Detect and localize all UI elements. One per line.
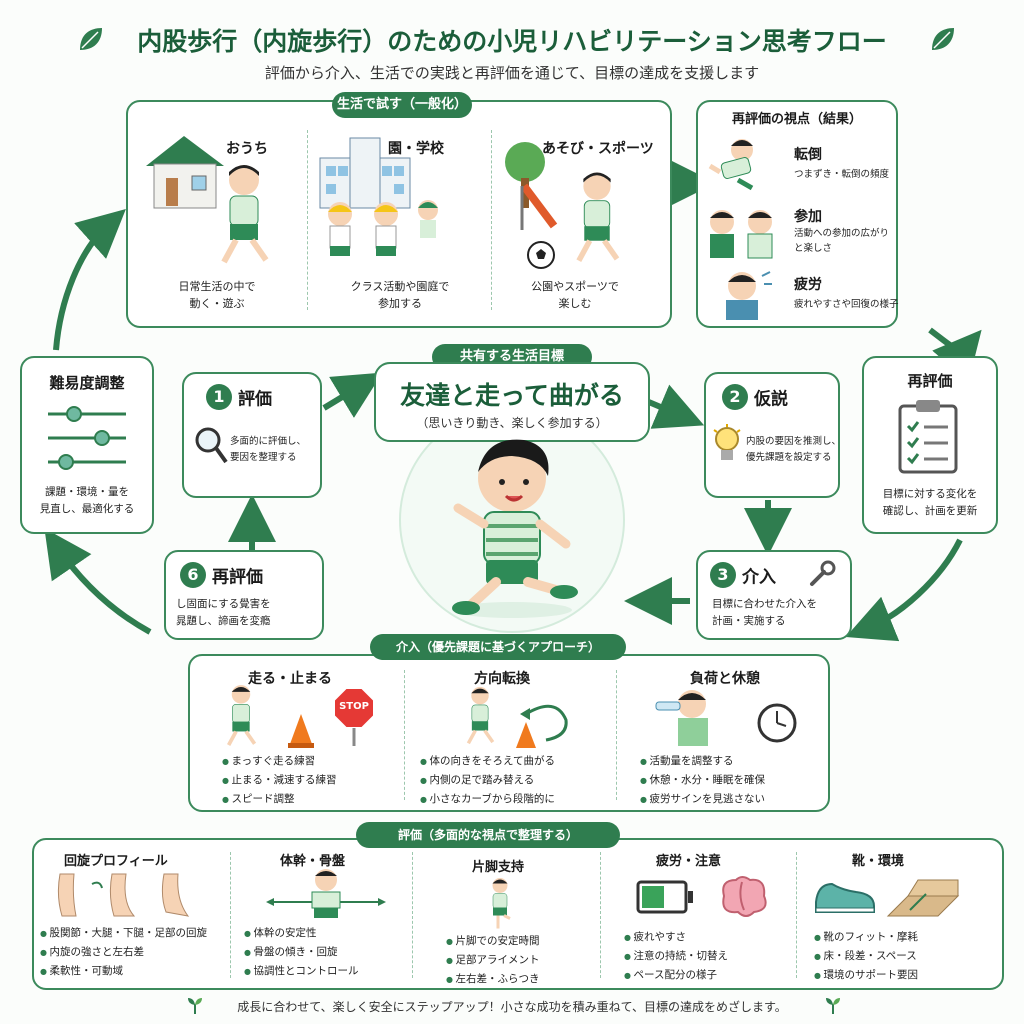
step3-title: 介入 <box>742 567 776 588</box>
stop-sign-text: STOP <box>339 701 369 712</box>
life-home-desc: 日常生活の中で 動く・遊ぶ <box>178 280 256 310</box>
step2-desc: 内股の要因を推測し、 優先課題を設定する <box>746 436 842 463</box>
floor-step-icon <box>886 879 960 917</box>
intervention-run-list: まっすぐ走る練習 止まる・減速する練習 スピード調整 <box>222 752 337 809</box>
leaf-icon-left <box>80 28 102 50</box>
soccer-ball-icon <box>527 241 555 269</box>
slide-icon <box>520 183 558 230</box>
stop-sign-icon: STOP <box>333 687 375 746</box>
intervention-load-title: 負荷と休憩 <box>690 671 760 687</box>
children-group-school <box>328 200 438 256</box>
intervention-turn-list: 体の向きをそろえて曲がる 内側の足で踏み替える 小さなカーブから段階的に <box>420 752 555 809</box>
step1-number: 1 <box>206 384 232 410</box>
footer-text: 成長に合わせて、楽しく安全にステップアップ！小さな成功を積み重ねて、目標の達成を… <box>237 1000 787 1014</box>
fall-child-icon <box>708 139 754 191</box>
reeval-fatigue-desc: 疲れやすさや回復の様子 <box>794 299 899 310</box>
assessment-trunk-title: 体幹・骨盤 <box>280 854 346 869</box>
reeval-fall-title: 転倒 <box>794 147 822 163</box>
goal-main: 友達と走って曲がる <box>400 381 624 410</box>
reeval-view-title: 再評価の視点（結果） <box>731 112 862 127</box>
step3-header: 3 介入 <box>710 562 776 588</box>
difficulty-desc: 課題・環境・量を 見直し、最適化する <box>39 486 135 515</box>
life-trial-panel <box>126 100 672 328</box>
assessment-label: 評価（多面的な視点で整理する） <box>356 822 620 848</box>
magnifier-icon <box>195 427 228 464</box>
brain-icon <box>722 876 767 917</box>
step1-header: 1 評価 <box>206 384 272 410</box>
step6-number: 6 <box>180 562 206 588</box>
goal-sub: （思いきり動き、楽しく参加する） <box>416 416 608 430</box>
step1-title: 評価 <box>238 389 272 410</box>
assessment-rotation-list: 股関節・大腿・下腿・足部の回旋 内旋の強さと左右差 柔軟性・可動域 <box>40 924 208 981</box>
child-running-play <box>576 172 620 263</box>
child-running-home <box>221 165 269 264</box>
reeval-right-title: 再評価 <box>907 372 953 390</box>
running-child-center <box>452 439 578 618</box>
difficulty-panel <box>20 356 154 534</box>
reeval-fall-desc: つまずき・転倒の頻度 <box>794 169 890 180</box>
step3-desc: 目標に合わせた介入を 計画・実施する <box>712 598 817 627</box>
child-drinking-icon <box>655 690 708 746</box>
life-home-title: おうち <box>226 141 268 157</box>
sprout-icon-right <box>826 998 840 1014</box>
curve-arrow-icon <box>516 704 568 748</box>
child-balance-icon <box>266 869 386 918</box>
intervention-run-title: 走る・止まる <box>248 671 332 687</box>
life-trial-label: 生活で試す（一般化） <box>332 92 472 118</box>
clipboard-icon <box>898 400 958 474</box>
goal-panel <box>374 362 650 442</box>
assessment-single-leg-title: 片脚支持 <box>472 860 525 875</box>
sprout-icon-left <box>188 998 202 1014</box>
assessment-shoes-list: 靴のフィット・摩耗 床・段差・スペース 環境のサポート要因 <box>814 928 919 985</box>
leg-rotation-icon <box>57 873 190 917</box>
tired-child-icon <box>726 271 772 320</box>
assessment-fatigue-title: 疲労・注意 <box>656 854 722 869</box>
life-play-title: あそび・スポーツ <box>542 141 654 157</box>
assessment-single-leg-list: 片脚での安定時間 足部アライメント 左右差・ふらつき <box>446 932 540 989</box>
assessment-fatigue-list: 疲れやすさ 注意の持続・切替え ペース配分の様子 <box>624 928 729 985</box>
reeval-fatigue-title: 疲労 <box>794 277 822 293</box>
difficulty-title: 難易度調整 <box>49 374 125 392</box>
sliders-icon[interactable] <box>44 404 130 470</box>
reeval-right-desc: 目標に対する変化を 確認し、計画を更新 <box>882 488 978 517</box>
step6-title: 再評価 <box>212 567 263 588</box>
child-single-leg-icon <box>492 878 511 929</box>
step2-number: 2 <box>722 384 748 410</box>
lightbulb-icon <box>713 424 741 460</box>
child-running-small <box>227 685 257 746</box>
leaf-icon-right <box>932 28 954 50</box>
step6-desc: し固面にする覺害を 晁題し、諦画を変瘾 <box>176 598 271 627</box>
step2-title: 仮説 <box>754 389 788 410</box>
step3-number: 3 <box>710 562 736 588</box>
step6-header: 6 再評価 <box>180 562 263 588</box>
cone-icon <box>288 714 314 748</box>
house-icon <box>146 136 224 209</box>
life-school-desc: クラス活動や園庭で 参加する <box>350 280 450 310</box>
shoe-icon <box>815 882 875 913</box>
child-turning-small <box>466 686 495 745</box>
intervention-load-list: 活動量を調整する 休憩・水分・睡眠を確保 疲労サインを見逃さない <box>640 752 766 809</box>
life-school-title: 園・学校 <box>388 141 444 157</box>
wrench-icon <box>810 560 836 586</box>
assessment-rotation-title: 回旋プロフィール <box>64 854 168 869</box>
page-title: 内股歩行（内旋歩行）のための小児リハビリテーション思考フロー <box>137 27 887 56</box>
life-play-desc: 公園やスポーツで 楽しむ <box>531 280 619 310</box>
school-icon <box>319 137 411 209</box>
step2-header: 2 仮説 <box>722 384 788 410</box>
intervention-label: 介入（優先課題に基づくアプローチ） <box>370 634 626 660</box>
assessment-trunk-list: 体幹の安定性 骨盤の傾き・回旋 協調性とコントロール <box>244 924 359 981</box>
page-subtitle: 評価から介入、生活での実践と再評価を通じて、目標の達成を支援します <box>264 64 760 82</box>
battery-icon <box>636 880 693 914</box>
clock-icon <box>757 703 797 743</box>
step1-desc: 多面的に評価し、 要因を整理する <box>230 436 307 463</box>
high-five-icon <box>710 210 773 259</box>
assessment-shoes-title: 靴・環境 <box>852 854 905 869</box>
reeval-participation-desc: 活動への参加の広がり と楽しさ <box>794 228 890 254</box>
reeval-participation-title: 参加 <box>794 209 822 225</box>
intervention-turn-title: 方向転換 <box>474 671 530 687</box>
